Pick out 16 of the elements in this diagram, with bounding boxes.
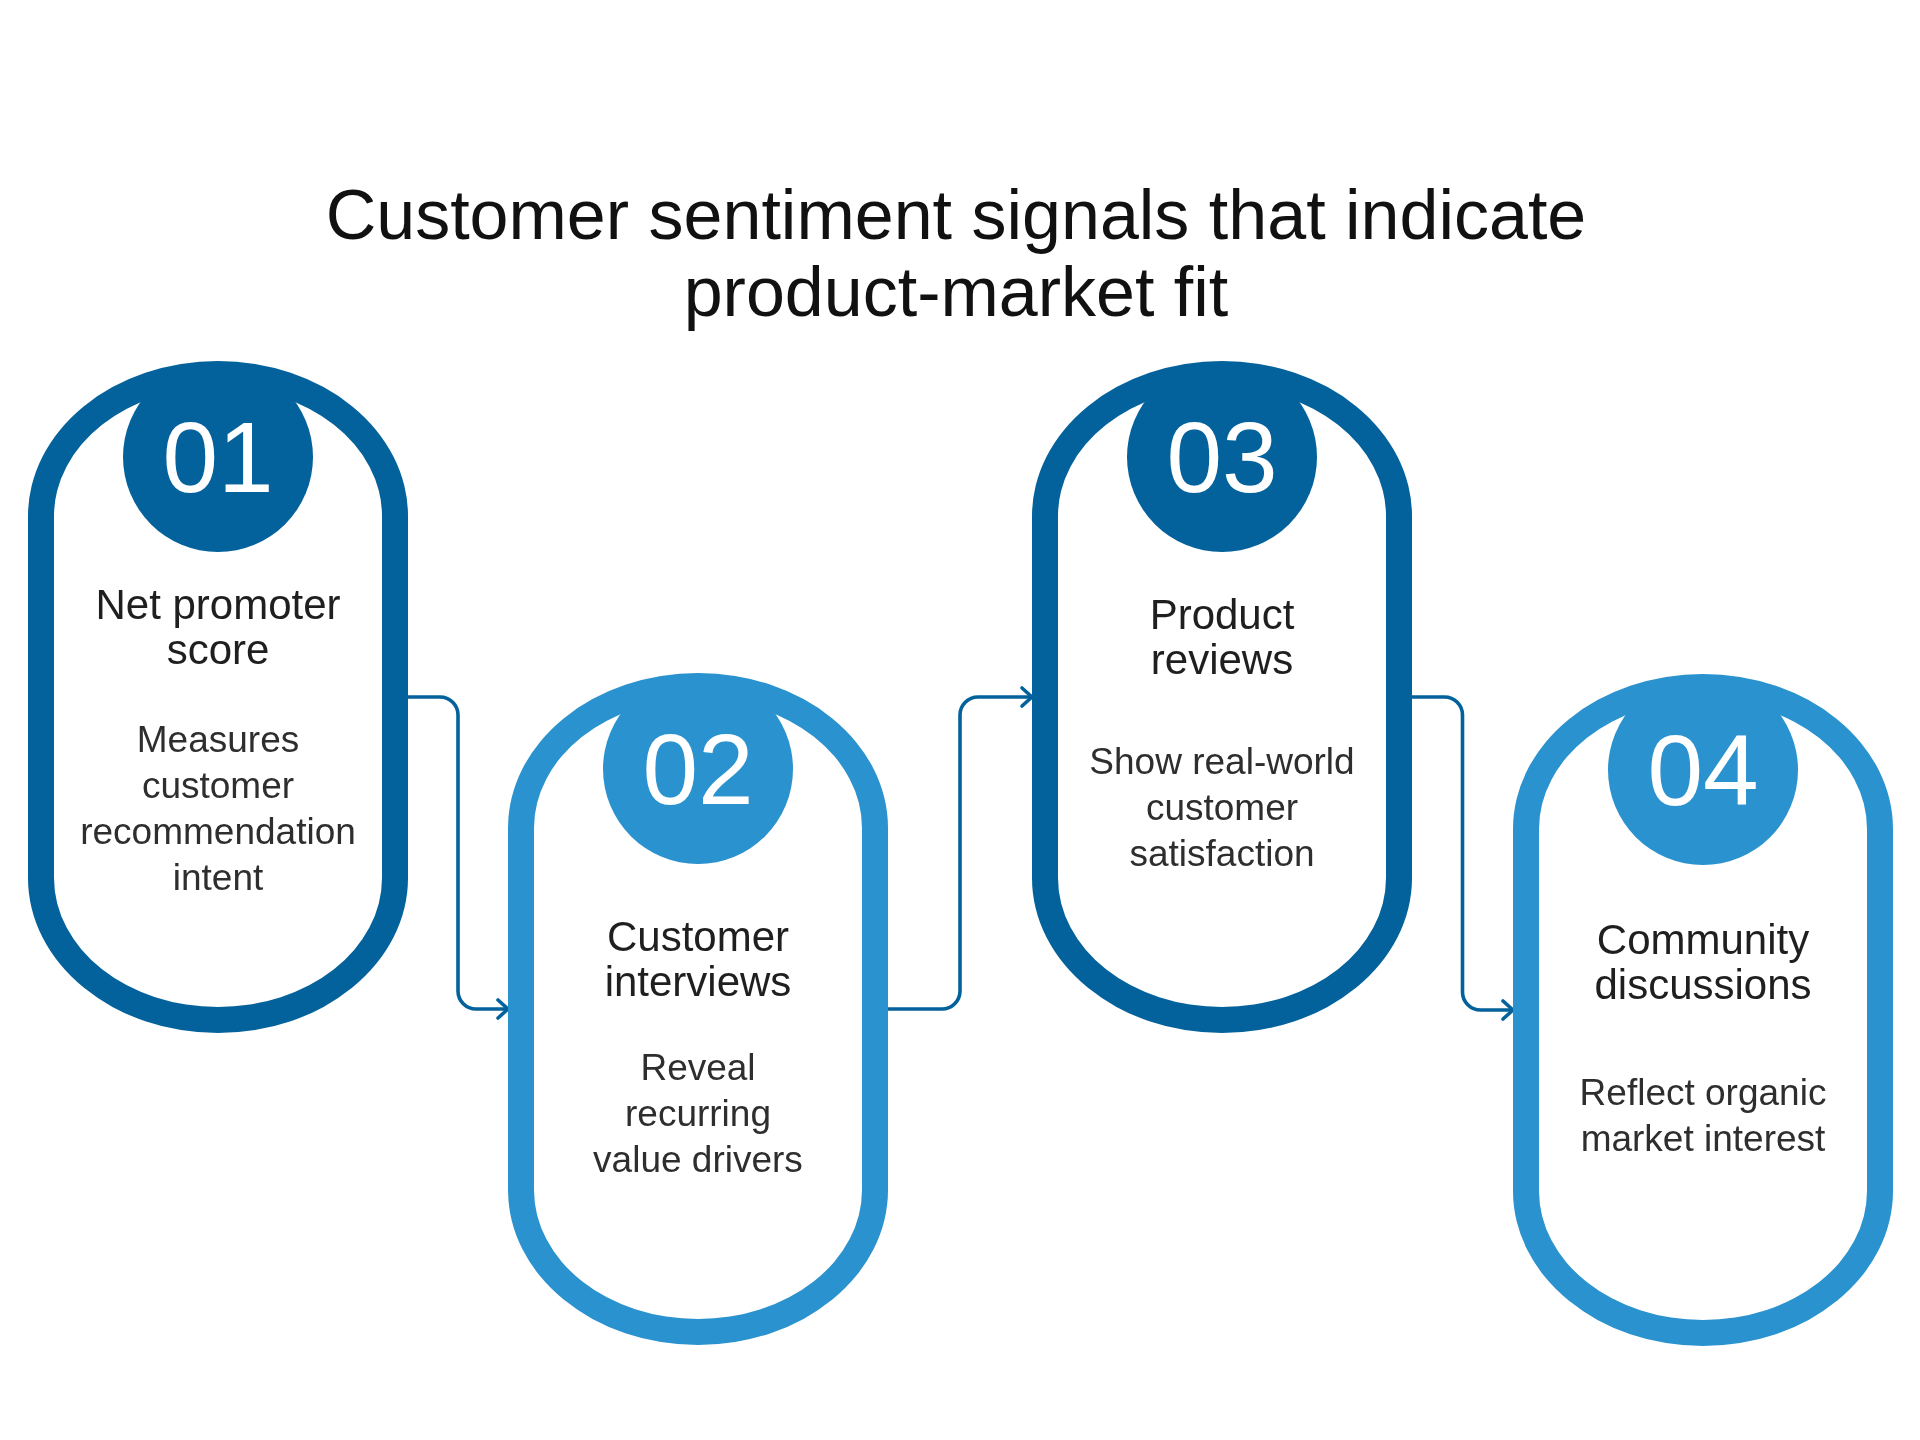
step-description: Reveal recurring value drivers bbox=[592, 1046, 804, 1182]
step-heading: Customer interviews bbox=[603, 914, 793, 1004]
step-heading: Community discussions bbox=[1593, 917, 1813, 1007]
connector-arrow bbox=[408, 695, 510, 1020]
step-heading: Net promoter score bbox=[94, 582, 342, 672]
step-number: 04 bbox=[1646, 713, 1760, 828]
connector-arrow bbox=[888, 686, 1034, 1011]
step-number: 02 bbox=[641, 712, 755, 827]
connector-arrow bbox=[1412, 695, 1515, 1021]
step-description: Reflect organic market interest bbox=[1578, 1071, 1828, 1161]
step-heading: Product reviews bbox=[1148, 592, 1296, 682]
diagram-title: Customer sentiment signals that indicate product-market fit bbox=[324, 177, 1588, 331]
step-description: Measures customer recommendation intent bbox=[79, 718, 357, 900]
step-number: 01 bbox=[161, 400, 275, 515]
step-description: Show real-world customer satisfaction bbox=[1088, 740, 1356, 876]
step-number: 03 bbox=[1165, 400, 1279, 515]
